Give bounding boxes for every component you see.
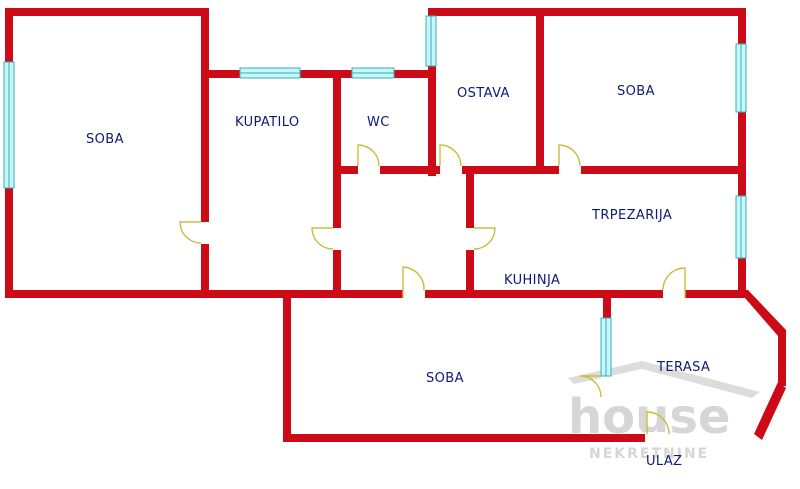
label-terasa: TERASA (656, 360, 710, 375)
door-gap-terasa (601, 376, 613, 398)
door-terasa (579, 375, 602, 398)
wall-terrace-right (778, 330, 786, 386)
wall-ostava-left (428, 8, 436, 176)
door-gap-soba-left (199, 222, 211, 244)
wall-terrace-diagonal-top (738, 290, 786, 336)
wall-right-outer (738, 8, 746, 298)
wall-top-left-room (5, 8, 208, 16)
wall-terrace-diagonal-bottom (754, 382, 786, 440)
wall-soba-kupatilo (201, 8, 209, 292)
wall-top-middle (201, 70, 433, 78)
watermark-roof-shape (568, 361, 760, 398)
label-soba-bottom: SOBA (426, 371, 464, 386)
label-soba-left: SOBA (86, 132, 124, 147)
door-kupatilo (311, 227, 334, 250)
wall-ostava-soba (536, 8, 544, 174)
door-gap-soba-bottom (403, 288, 425, 300)
label-trpezarija: TRPEZARIJA (591, 208, 672, 223)
walls (5, 8, 786, 442)
room-labels: SOBA KUPATILO WC OSTAVA SOBA TRPEZARIJA … (86, 84, 710, 469)
door-gap-kuhinja (464, 228, 476, 250)
door-soba-top-right (558, 144, 581, 167)
door-gap-ostava (440, 164, 462, 176)
wall-bottom-outer (283, 434, 645, 442)
door-openings (199, 164, 685, 444)
label-ulaz: ULAZ (646, 454, 682, 469)
door-wc (357, 144, 380, 167)
doors (179, 144, 686, 435)
wall-kupatilo-hall (333, 70, 341, 292)
door-ostava (439, 144, 462, 167)
door-kuhinja (473, 227, 496, 250)
door-gap-kupatilo (331, 228, 343, 250)
label-kupatilo: KUPATILO (235, 115, 300, 130)
door-gap-ulaz (645, 432, 669, 444)
label-ostava: OSTAVA (457, 86, 510, 101)
door-ulaz (646, 411, 670, 435)
watermark-subtitle: NEKRETNINE (589, 446, 709, 462)
windows (3, 15, 747, 377)
label-kuhinja: KUHINJA (504, 273, 560, 288)
door-gap-trpezarija (663, 288, 685, 300)
label-soba-top-right: SOBA (617, 84, 655, 99)
door-trpezarija (662, 267, 686, 298)
door-gap-soba-top-right (559, 164, 581, 176)
wall-top-right (428, 8, 745, 16)
door-gap-wc (358, 164, 380, 176)
door-soba-left (179, 221, 202, 244)
door-soba-bottom (402, 266, 425, 298)
wall-middle-horizontal (5, 290, 745, 298)
label-wc: WC (367, 115, 390, 130)
wall-bottom-left-outer (283, 290, 291, 442)
